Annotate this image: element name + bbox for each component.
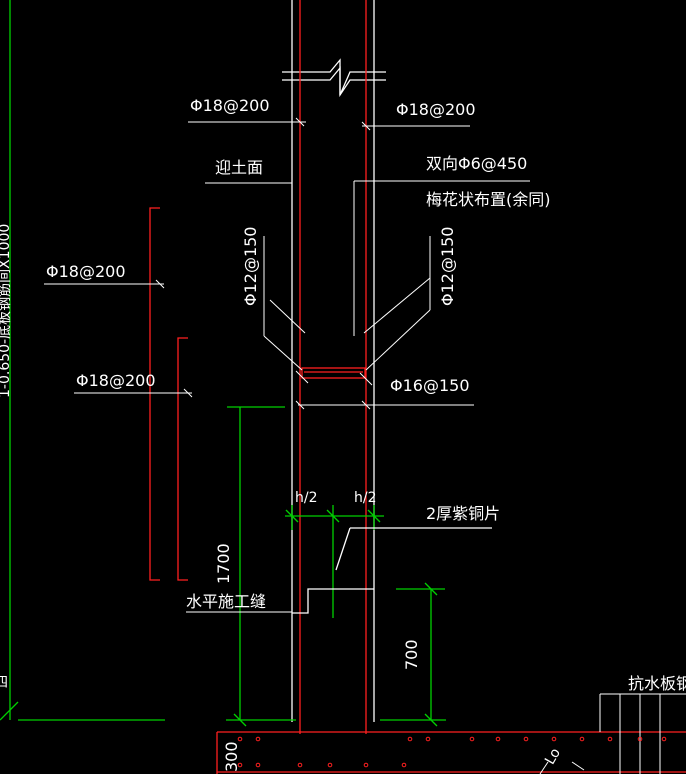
label-phi18-right-top: Φ18@200 xyxy=(396,100,476,119)
leader-lines xyxy=(44,117,686,774)
label-steel-plate: 2厚紫铜片 xyxy=(426,504,501,523)
label-dim-300: 300 xyxy=(222,741,241,772)
label-phi12-left: Φ12@150 xyxy=(241,226,260,307)
label-phi18-left-top: Φ18@200 xyxy=(190,96,270,115)
label-tie-bar: 双向Φ6@450 xyxy=(426,154,528,173)
label-dim-1700: 1700 xyxy=(214,543,233,584)
label-tie-layout: 梅花状布置(余同) xyxy=(426,190,551,209)
label-half-h-right: h/2 xyxy=(354,490,377,506)
label-phi12-right: Φ12@150 xyxy=(438,226,457,307)
construction-joint xyxy=(292,527,492,614)
label-anti-water-bar: 抗水板钢筋 xyxy=(628,674,686,693)
label-construction-joint: 水平施工缝 xyxy=(186,592,267,611)
label-half-h-left: h/2 xyxy=(295,490,318,506)
label-phi18-lower-left: Φ18@200 xyxy=(76,371,156,390)
label-phi18-mid-left: Φ18@200 xyxy=(46,262,126,281)
label-dim-700: 700 xyxy=(402,639,421,670)
dimension-lines xyxy=(0,0,446,727)
label-phi16: Φ16@150 xyxy=(390,376,470,395)
rebar-dots xyxy=(237,736,667,768)
wall-outline xyxy=(282,0,386,722)
label-soil-face: 迎土面 xyxy=(215,158,264,177)
label-left-edge-glyph: 四 xyxy=(0,675,8,691)
label-left-vertical-note: 1-0.650-底板钢筋间X1000 xyxy=(0,223,13,398)
